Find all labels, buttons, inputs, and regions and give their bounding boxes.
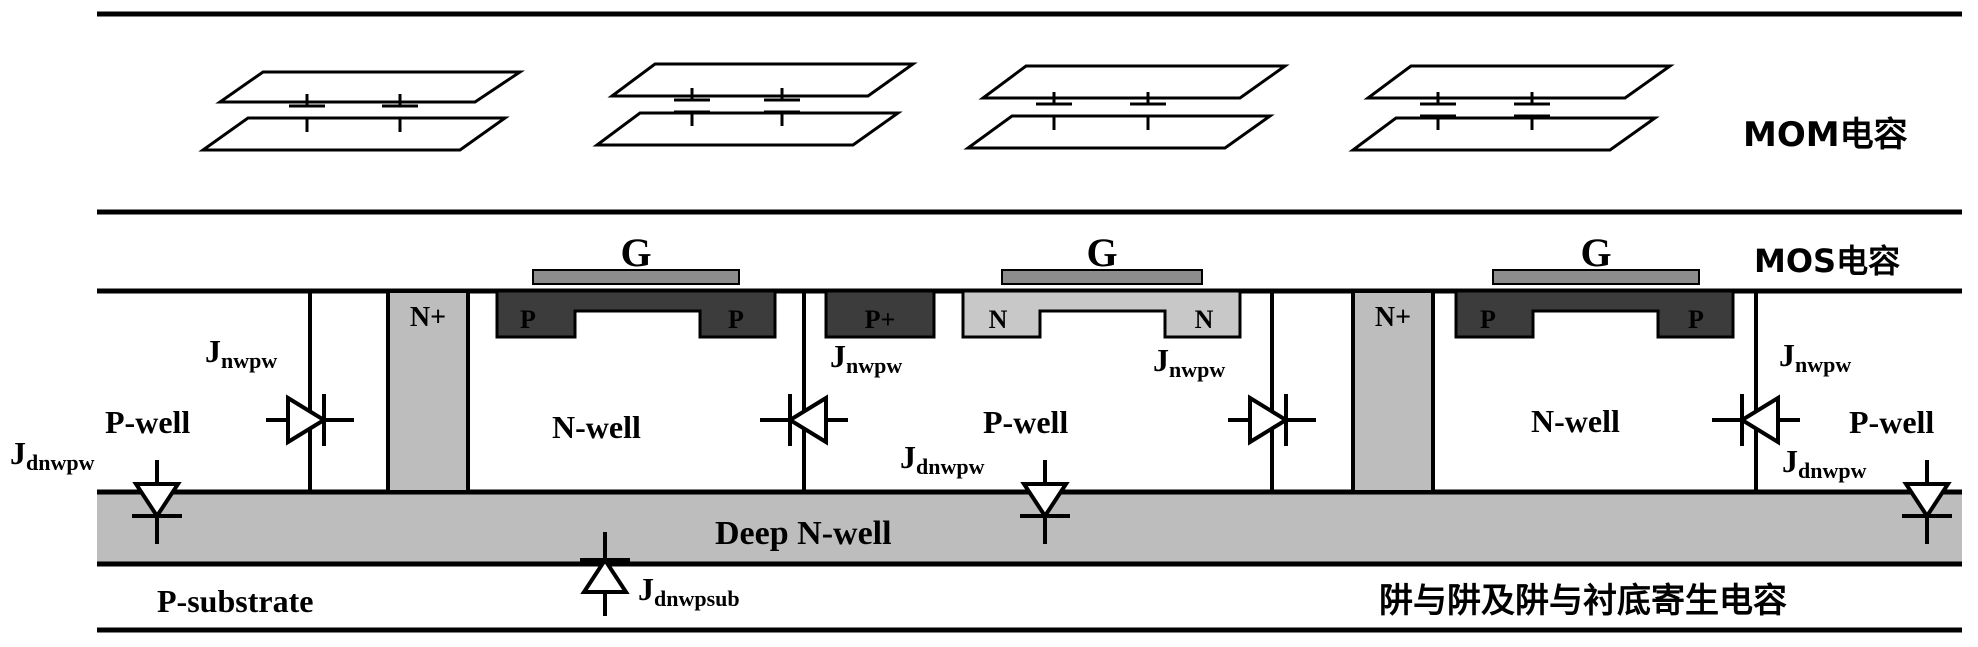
nplus-label-1: N+: [410, 302, 446, 333]
mom-capacitor-1: [198, 70, 525, 152]
jdnwpw-label-2: Jdnwpw: [900, 439, 985, 479]
pmos2-implant: [1454, 289, 1735, 339]
deep-nwell-band: [97, 492, 1962, 564]
junction-label: 阱与阱及阱与衬底寄生电容: [1379, 581, 1787, 621]
mom-capacitor-3: [963, 64, 1290, 150]
gate-label-1: G: [620, 230, 651, 275]
nmos-drain-label: N: [1195, 305, 1214, 334]
pplus-implant: [824, 289, 936, 339]
pwell-mid-label: P-well: [983, 404, 1068, 440]
pmos1-source-label: P: [520, 305, 536, 334]
gate-2: [1001, 269, 1203, 285]
pmos2-drain-label: P: [1688, 305, 1704, 334]
p-substrate-label: P-substrate: [157, 583, 313, 619]
mom-capacitor-4: [1348, 64, 1675, 152]
mos-label: MOS电容: [1754, 242, 1900, 280]
deep-nwell-label: Deep N-well: [715, 515, 892, 552]
pplus-label: P+: [865, 305, 896, 334]
nmos-source-label: N: [989, 305, 1008, 334]
pmos2-source-label: P: [1480, 305, 1496, 334]
jdnwpw-label-1: Jdnwpw: [10, 435, 95, 475]
pmos1-drain-label: P: [728, 305, 744, 334]
gate-3: [1492, 269, 1700, 285]
nmos-implant: [961, 289, 1242, 339]
mom-label: MOM电容: [1743, 115, 1908, 155]
nplus-label-2: N+: [1375, 302, 1411, 333]
pwell-right-label: P-well: [1849, 404, 1934, 440]
jnwpw-label-1: Jnwpw: [205, 333, 277, 373]
gate-label-2: G: [1086, 230, 1117, 275]
nplus-column-1: [386, 289, 470, 494]
jnwpw-label-3: Jnwpw: [1153, 342, 1225, 382]
nwell-1-label: N-well: [552, 409, 641, 445]
mom-capacitor-2: [592, 62, 918, 147]
nplus-column-2: [1351, 289, 1435, 494]
jnwpw-label-2: Jnwpw: [830, 338, 902, 378]
nwell-2-label: N-well: [1531, 403, 1620, 439]
jdnwpsub-label: Jdnwpsub: [638, 571, 740, 611]
pwell-left-label: P-well: [105, 404, 190, 440]
jnwpw-label-4: Jnwpw: [1779, 337, 1851, 377]
pmos1-implant: [495, 289, 777, 339]
gate-label-3: G: [1580, 230, 1611, 275]
gate-1: [532, 269, 740, 285]
jdnwpw-label-3: Jdnwpw: [1782, 443, 1867, 483]
